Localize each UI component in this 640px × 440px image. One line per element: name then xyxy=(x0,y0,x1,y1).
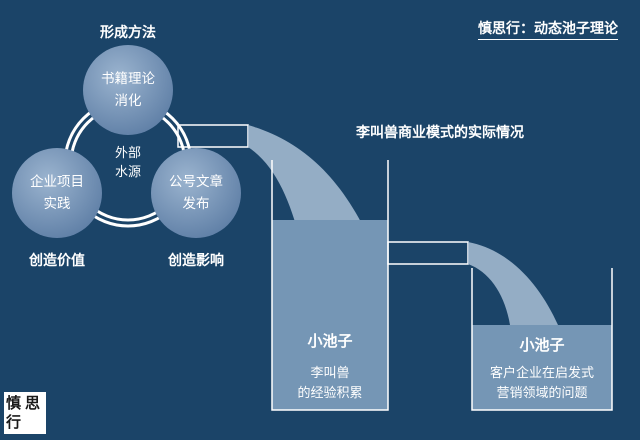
center-label-line1: 外部 xyxy=(114,146,142,161)
node-right-line1: 公号文章 xyxy=(169,174,223,190)
logo-char-1: 慎 xyxy=(6,394,22,412)
pool-1-line1: 李叫兽 xyxy=(310,366,350,381)
right-outcome: 创造影响 xyxy=(168,253,224,269)
cycle-heading: 形成方法 xyxy=(100,25,156,41)
node-left-label: 企业项目 实践 xyxy=(30,171,84,215)
pool-1-line2: 的经验积累 xyxy=(297,386,363,401)
node-right-circle xyxy=(151,148,241,238)
pools-heading: 李叫兽商业模式的实际情况 xyxy=(356,125,524,141)
node-left-line1: 企业项目 xyxy=(30,174,84,190)
node-right-label: 公号文章 发布 xyxy=(169,171,223,215)
pool-2-line2: 营销领域的问题 xyxy=(496,386,588,401)
node-left-line2: 实践 xyxy=(43,196,71,212)
pool-2-wall xyxy=(471,268,613,411)
pool-1-water xyxy=(272,220,388,410)
center-label: 外部 水源 xyxy=(115,144,141,182)
pool-2-line1: 客户企业在启发式 xyxy=(489,366,595,381)
stream-2 xyxy=(468,242,558,325)
center-label-line2: 水源 xyxy=(114,165,142,180)
node-top-line2: 消化 xyxy=(114,93,142,109)
node-left-circle xyxy=(12,148,102,238)
node-top-circle xyxy=(83,45,173,135)
pool-2-title: 小池子 xyxy=(519,336,565,354)
pool-2-water xyxy=(472,325,612,410)
pool-1-wall xyxy=(271,160,389,411)
node-right-line2: 发布 xyxy=(182,196,210,212)
pool-2-desc: 客户企业在启发式 营销领域的问题 xyxy=(490,364,594,404)
stream-1 xyxy=(248,125,370,240)
node-top-line1: 书籍理论 xyxy=(101,71,155,87)
pool-1-desc: 李叫兽 的经验积累 xyxy=(297,364,362,404)
pipe-2 xyxy=(387,241,469,265)
pool-1-title: 小池子 xyxy=(307,332,353,350)
node-top-label: 书籍理论 消化 xyxy=(101,68,155,112)
logo-char-3: 行 xyxy=(6,413,22,431)
logo-char-2: 思 xyxy=(25,394,41,412)
left-outcome: 创造价值 xyxy=(29,253,85,269)
page-title: 慎思行：动态池子理论 xyxy=(478,18,618,40)
brand-logo: 慎 思 行 xyxy=(4,392,46,434)
